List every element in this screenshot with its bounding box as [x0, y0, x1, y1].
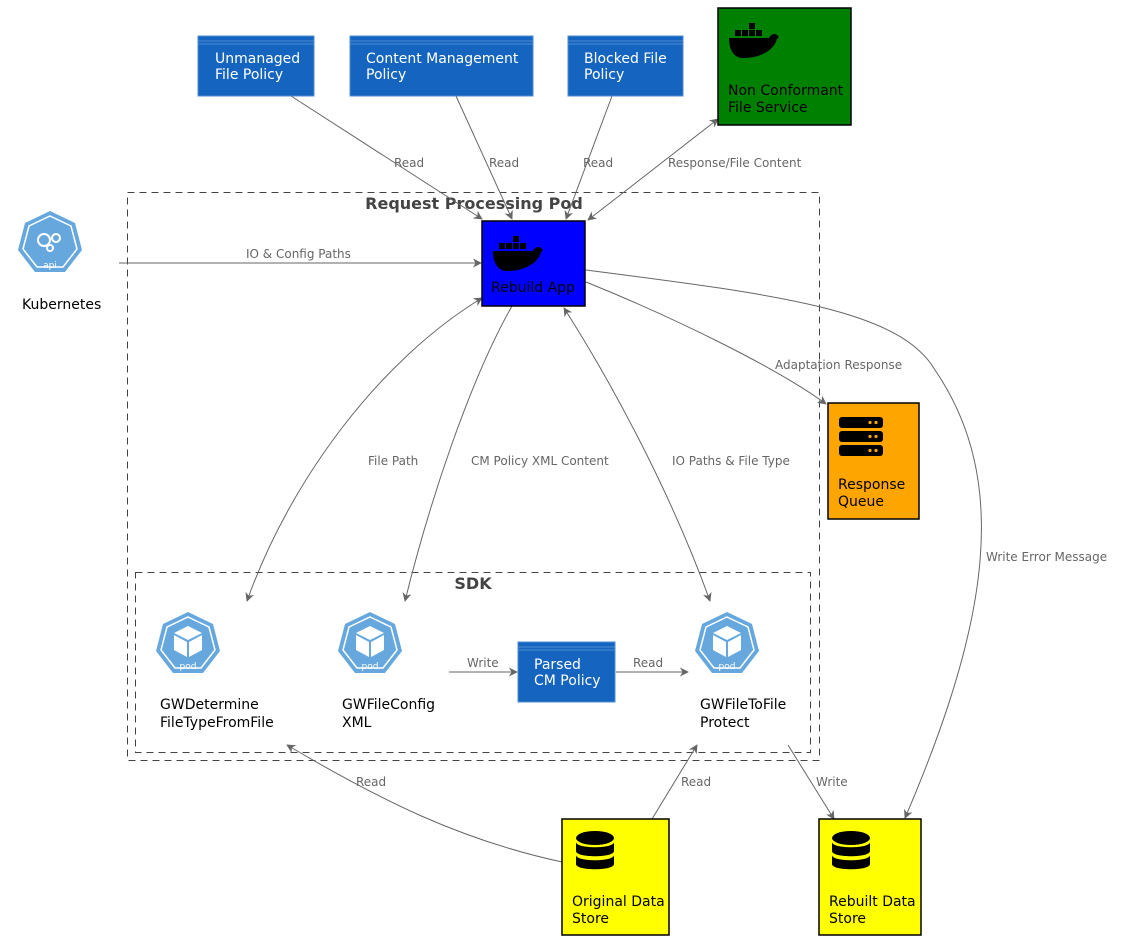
node-label-line: GWFileToFile: [700, 697, 786, 713]
node-content-management-policy: Content Management Policy: [349, 35, 534, 97]
edge-cm-xml: [402, 305, 513, 602]
node-label-line: XML: [342, 715, 372, 731]
node-label-line: GWFileConfig: [342, 697, 435, 713]
edge-file-path: [245, 297, 483, 602]
database-icon: [576, 831, 614, 870]
node-label-line: CM Policy: [534, 673, 601, 689]
sdk-boundary-title: SDK: [454, 574, 492, 593]
node-label-line: Content Management: [366, 51, 519, 67]
node-label-line: Blocked File: [584, 51, 667, 67]
svg-text:Response Queue: Response Queue: [838, 477, 910, 510]
svg-text:Content Management Polic: Content Management Policy: [366, 51, 523, 83]
edge-write-rebuilt: [787, 744, 835, 820]
server-icon: [839, 417, 883, 456]
svg-text:Rebuild App: Rebuild App: [491, 280, 575, 296]
svg-text:Parsed CM Policy: Parsed CM Policy: [534, 657, 601, 689]
gear-icon: [37, 233, 61, 252]
svg-text:GWFileConfig XML: GWFileConfig XML: [342, 697, 440, 731]
node-label-line: Policy: [584, 67, 624, 83]
node-label-line: FileTypeFromFile: [160, 715, 274, 731]
pod-badge-label: pod: [719, 662, 736, 672]
edge-response-content: [587, 118, 719, 221]
node-label-line: Response: [838, 477, 905, 493]
kubernetes-badge-label: api: [43, 261, 57, 271]
edge-label-io-config: IO & Config Paths: [246, 247, 351, 261]
node-label-line: Rebuild App: [491, 280, 575, 296]
svg-text:GWDetermine FileTypeFrom: GWDetermine FileTypeFromFile: [160, 697, 274, 731]
node-non-conformant-file-service: Non Conformant File Service: [717, 7, 852, 126]
node-label-line: Protect: [700, 715, 750, 731]
edge-label-read-cm: Read: [489, 156, 519, 170]
edge-label-cm-xml: CM Policy XML Content: [471, 454, 609, 468]
node-gw-determine-filetype: pod GWDetermine FileTypeFromFile: [155, 611, 274, 731]
svg-text:Unmanaged File Policy: Unmanaged File Policy: [215, 51, 305, 83]
edge-label-write-parsed: Write: [467, 656, 499, 670]
node-label-line: Unmanaged: [215, 51, 300, 67]
node-label-line: GWDetermine: [160, 697, 259, 713]
node-response-queue: Response Queue: [827, 402, 920, 520]
edge-label-response-content: Response/File Content: [668, 156, 802, 170]
node-kubernetes: api Kubernetes: [17, 210, 101, 313]
edge-label-read-orig-1: Read: [356, 775, 386, 789]
pod-badge-label: pod: [180, 662, 197, 672]
svg-text:Rebuilt Data Store: Rebuilt Data Store: [829, 894, 920, 927]
node-gw-fileconfig-xml: pod GWFileConfig XML: [337, 611, 440, 731]
node-unmanaged-file-policy: Unmanaged File Policy: [197, 35, 315, 97]
node-gw-filetofile-protect: pod GWFileToFile Protect: [694, 611, 791, 731]
edge-label-read-orig-2: Read: [681, 775, 711, 789]
node-label-line: Kubernetes: [22, 297, 101, 313]
edge-label-write-rebuilt: Write: [816, 775, 848, 789]
node-label-line: Rebuilt Data: [829, 894, 916, 910]
node-label-line: File Service: [728, 100, 808, 116]
svg-text:Blocked File Policy: Blocked File Policy: [584, 51, 671, 83]
edge-io-types: [563, 307, 712, 602]
edge-label-write-error: Write Error Message: [986, 550, 1107, 564]
node-label-line: Original Data: [572, 894, 665, 910]
pod-badge-label: pod: [362, 662, 379, 672]
svg-text:GWFileToFile Protect: GWFileToFile Protect: [700, 697, 791, 731]
node-label-line: Parsed: [534, 657, 581, 673]
svg-text:Original Data Store: Original Data Store: [572, 894, 669, 927]
edge-label-read-parsed: Read: [633, 656, 663, 670]
node-parsed-cm-policy: Parsed CM Policy: [517, 641, 616, 703]
pod-boundary-title: Request Processing Pod: [365, 194, 583, 213]
edge-read-original-protect: [651, 744, 698, 820]
edge-adaptation: [585, 281, 827, 405]
node-blocked-file-policy: Blocked File Policy: [567, 35, 684, 97]
node-label-line: Queue: [838, 494, 884, 510]
node-label-line: Policy: [366, 67, 406, 83]
svg-text:Non Conformant File Serv: Non Conformant File Service: [728, 83, 848, 116]
database-icon: [832, 831, 870, 870]
edge-write-error: [585, 269, 982, 819]
node-label-line: Store: [572, 911, 609, 927]
node-label-line: Store: [829, 911, 866, 927]
node-rebuilt-data-store: Rebuilt Data Store: [818, 818, 922, 936]
node-label-line: Non Conformant: [728, 83, 844, 99]
edge-read-original-determine: [286, 744, 563, 863]
node-rebuild-app: Rebuild App: [481, 220, 586, 307]
svg-text:Kubernetes: Kubernetes: [22, 297, 101, 313]
edge-label-adaptation: Adaptation Response: [775, 358, 902, 372]
edge-label-read-blocked: Read: [583, 156, 613, 170]
edge-unmanaged-read: [290, 95, 483, 220]
node-original-data-store: Original Data Store: [561, 818, 670, 936]
edge-cm-read: [455, 95, 513, 220]
edge-label-file-path: File Path: [368, 454, 418, 468]
edge-label-io-types: IO Paths & File Type: [672, 454, 790, 468]
edge-label-read-unmanaged: Read: [394, 156, 424, 170]
request-processing-pod-boundary: [127, 192, 820, 761]
node-label-line: File Policy: [215, 67, 283, 83]
